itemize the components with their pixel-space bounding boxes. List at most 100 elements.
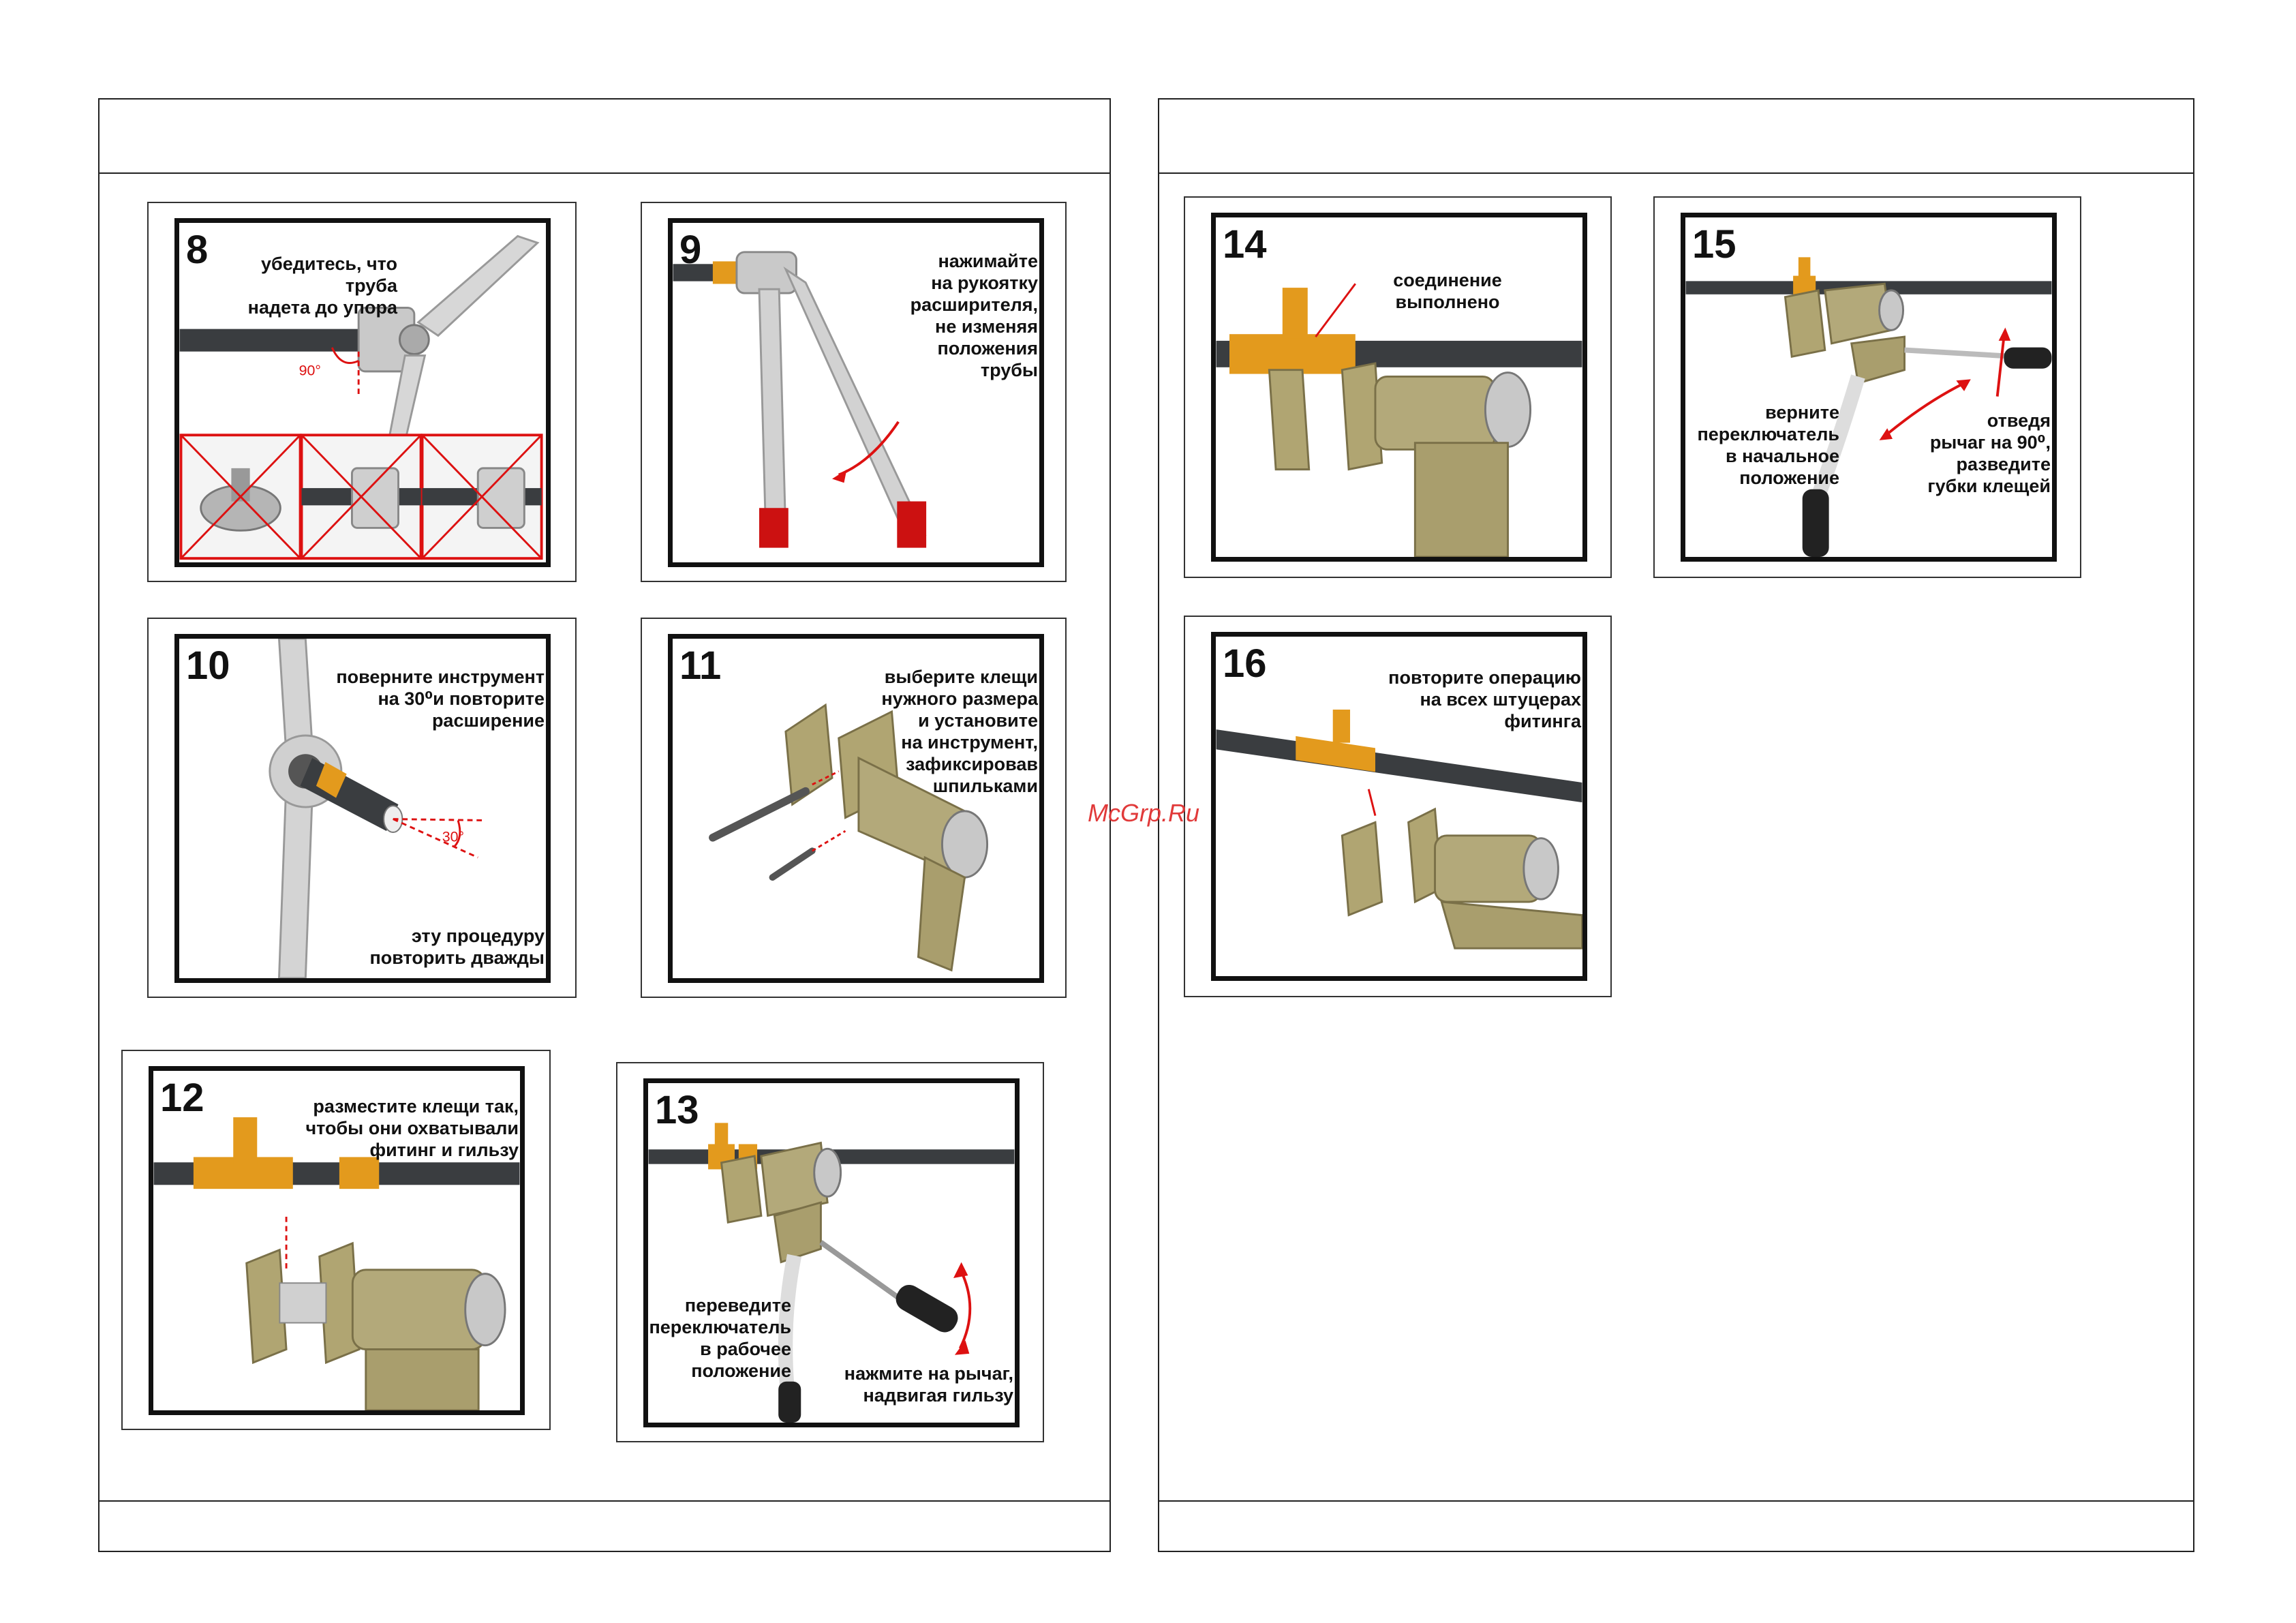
- tool-stand: [1850, 335, 1905, 385]
- step-caption-right: нажмите на рычаг, надвигая гильзу: [844, 1363, 1013, 1406]
- left-page-footer: [100, 1500, 1109, 1551]
- step-caption-left: переведите переключатель в рабочее полож…: [649, 1295, 791, 1381]
- step-number: 13: [655, 1088, 699, 1132]
- step-caption: соединение выполнено: [1393, 270, 1502, 312]
- step-caption-right: отведя рычаг на 90⁰, разведите губки кле…: [1927, 410, 2051, 496]
- pin-short: [769, 847, 816, 881]
- angle-label: 30°: [442, 829, 464, 845]
- step-8-illustration: 90° 8 убедитесь, что труба надета до у: [174, 218, 551, 567]
- pipe: [673, 264, 720, 282]
- step-15-panel: 15 верните переключатель в начальное пол…: [1653, 196, 2081, 578]
- lever-grip: [2004, 347, 2052, 369]
- connection-done-illustration: [1216, 283, 1582, 557]
- rotate-arrow: [1884, 382, 1965, 438]
- right-page-footer: [1159, 1500, 2193, 1551]
- tool-body: [760, 1141, 829, 1217]
- expander-check-illustration: 90°: [179, 234, 543, 560]
- step-16-panel: 16 повторите операцию на всех штуцерах ф…: [1184, 616, 1612, 997]
- sleeve: [316, 761, 347, 798]
- step-14-illustration: 14 соединение выполнено: [1211, 213, 1587, 562]
- jaws-install-illustration: [709, 703, 989, 972]
- sleeve: [712, 261, 739, 284]
- expander-press-illustration: [673, 251, 927, 548]
- fitting-branch: [233, 1117, 258, 1164]
- tool-stand: [917, 855, 966, 972]
- tool-stand: [1440, 900, 1582, 950]
- step-number: 12: [160, 1076, 204, 1120]
- left-page: [98, 98, 1111, 1552]
- left-page-header: [100, 100, 1109, 174]
- lever: [1904, 347, 2018, 360]
- jaw-front: [1268, 369, 1311, 471]
- release-jaws-illustration: [1685, 257, 2052, 557]
- tool-stand: [773, 1201, 822, 1264]
- step-caption: нажимайте на рукоятку расширителя, не из…: [910, 251, 1038, 380]
- step-8-panel: 90° 8 убедитесь, что труба надета до у: [147, 202, 577, 582]
- pipe: [179, 329, 372, 352]
- press-sleeve-illustration: [648, 1123, 1015, 1423]
- lever-arrow: [958, 1268, 972, 1349]
- step-16-illustration: 16 повторите операцию на всех штуцерах ф…: [1211, 632, 1587, 981]
- fitting: [1229, 334, 1356, 374]
- step-caption-bottom: эту процедуру повторить дважды: [369, 926, 545, 968]
- jaw-back: [318, 1241, 361, 1365]
- step-13-panel: 13 переведите переключатель в рабочее по…: [616, 1062, 1044, 1442]
- angle-line-1: [393, 818, 485, 821]
- sleeve: [339, 1157, 380, 1189]
- grip-right: [897, 501, 927, 548]
- handle-grip: [778, 1381, 801, 1423]
- watermark: McGrp.Ru: [1088, 799, 1200, 827]
- handle-left: [758, 288, 787, 536]
- jaw-back: [1341, 362, 1383, 471]
- step-number: 15: [1692, 222, 1736, 267]
- step-number: 11: [679, 643, 722, 688]
- handle-bottom: [277, 796, 313, 978]
- pin-long: [709, 787, 810, 842]
- expander-rotate-illustration: 30°: [269, 639, 485, 978]
- lever-grip: [896, 1284, 958, 1333]
- pipe: [1216, 729, 1582, 803]
- step-caption: убедитесь, что труба надета до упора: [247, 254, 397, 318]
- step-number: 10: [186, 643, 230, 688]
- step-number: 8: [186, 228, 209, 272]
- step-caption-top: поверните инструмент на 30⁰и повторите р…: [336, 667, 545, 731]
- step-number: 16: [1223, 641, 1267, 686]
- repeat-operation-illustration: [1216, 709, 1582, 950]
- step-9-panel: 9 нажимайте на рукоятку расширителя, не …: [641, 202, 1067, 582]
- tool-stand: [1413, 442, 1509, 557]
- right-page-header: [1159, 100, 2193, 174]
- step-12-panel: 12 разместите клещи так, чтобы они охват…: [121, 1050, 551, 1430]
- step-11-illustration: 11 выберите клещи нужного размера и уста…: [668, 634, 1044, 983]
- jaw-front: [245, 1248, 288, 1365]
- step-caption-left: верните переключатель в начальное положе…: [1697, 402, 1839, 488]
- step-10-panel: 30° 10 поверните инструмент на 30⁰и повт…: [147, 618, 577, 998]
- tool-handle: [416, 234, 540, 337]
- step-caption: разместите клещи так, чтобы они охватыва…: [305, 1096, 519, 1160]
- handle-top: [277, 639, 313, 746]
- tool-pivot: [399, 324, 430, 356]
- handle-white: [778, 1254, 802, 1396]
- jaws-position-illustration: [153, 1117, 520, 1410]
- angle-arc: [331, 347, 359, 364]
- step-9-illustration: 9 нажимайте на рукоятку расширителя, не …: [668, 218, 1044, 567]
- fitting: [1296, 735, 1375, 772]
- step-10-illustration: 30° 10 поверните инструмент на 30⁰и повт…: [174, 634, 551, 983]
- step-15-illustration: 15 верните переключатель в начальное пол…: [1681, 213, 2057, 562]
- handle-white: [1811, 374, 1865, 499]
- angle-line-2: [393, 818, 478, 859]
- step-number: 9: [679, 228, 702, 272]
- pointer-line: [1315, 283, 1356, 337]
- tool-stand: [365, 1348, 480, 1410]
- step-13-illustration: 13 переведите переключатель в рабочее по…: [643, 1078, 1020, 1427]
- angle-label: 90°: [299, 363, 321, 379]
- pointer-line: [1367, 789, 1377, 816]
- step-11-panel: 11 выберите клещи нужного размера и уста…: [641, 618, 1067, 998]
- fitting-branch: [1282, 288, 1308, 339]
- jaw-front: [1341, 821, 1383, 917]
- step-caption: выберите клещи нужного размера и установ…: [881, 667, 1038, 796]
- handle-grip: [1802, 489, 1829, 557]
- step-14-panel: 14 соединение выполнено: [1184, 196, 1612, 578]
- grip-left: [759, 508, 789, 548]
- jaw-front: [1784, 289, 1826, 359]
- wrong-examples: [179, 434, 543, 560]
